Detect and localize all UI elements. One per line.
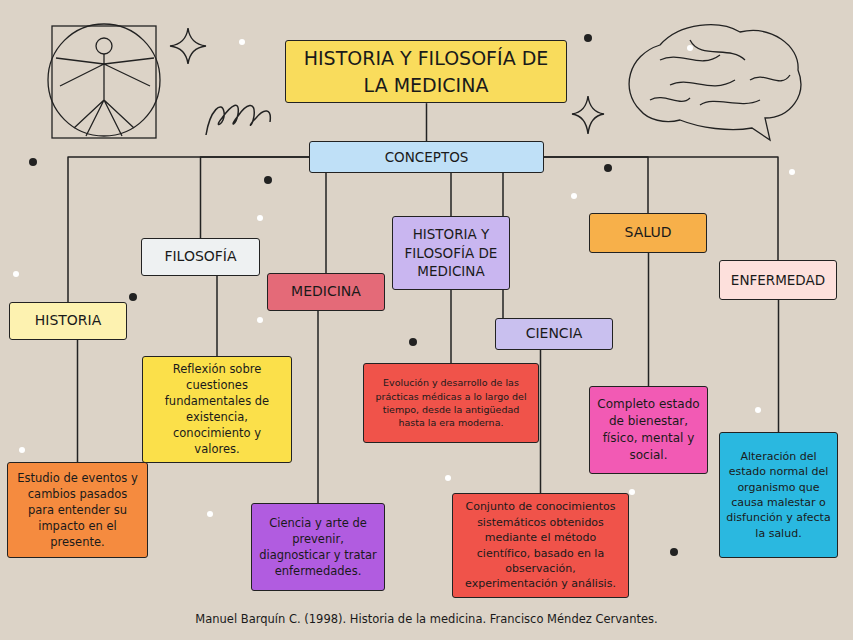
definition-box: Reflexión sobre cuestiones fundamentales… [142, 356, 292, 463]
node-text: Ciencia y arte de prevenir, diagnosticar… [258, 515, 378, 579]
connector-line [450, 290, 452, 363]
node-text: Alteración del estado normal del organis… [726, 449, 831, 541]
concept-box: HISTORIA Y FILOSOFÍA DE MEDICINA [392, 216, 510, 290]
connector-line [325, 173, 327, 273]
node-text: ENFERMEDAD [731, 271, 825, 290]
connector-line [426, 103, 428, 141]
node-text: Estudio de eventos y cambios pasados par… [14, 470, 141, 550]
definition-box: Ciencia y arte de prevenir, diagnosticar… [251, 503, 385, 591]
node-text: SALUD [625, 223, 672, 243]
concept-box: ENFERMEDAD [719, 260, 837, 300]
concept-box: CIENCIA [495, 318, 613, 350]
connector-line [450, 173, 452, 216]
concept-box: FILOSOFÍA [141, 238, 260, 276]
title-box: HISTORIA Y FILOSOFÍA DE LA MEDICINA [285, 40, 567, 103]
swirl [206, 105, 270, 135]
concept-box: HISTORIA [9, 302, 127, 340]
definition-box: Estudio de eventos y cambios pasados par… [7, 462, 148, 558]
node-text: Completo estado de bienestar, físico, me… [596, 396, 701, 463]
connector-line [216, 276, 218, 356]
connector-line [540, 350, 542, 493]
node-text: Evolución y desarrollo de las prácticas … [370, 376, 532, 429]
caption: Manuel Barquín C. (1998). Historia de la… [0, 612, 853, 626]
concept-box: MEDICINA [267, 273, 385, 311]
hub-box: CONCEPTOS [309, 141, 544, 173]
node-text: HISTORIA [35, 311, 102, 331]
connector-line [778, 300, 780, 432]
node-text: HISTORIA Y FILOSOFÍA DE MEDICINA [399, 225, 503, 282]
definition-box: Evolución y desarrollo de las prácticas … [363, 363, 539, 443]
connector-line [648, 253, 650, 386]
star-dots [13, 39, 795, 517]
node-text: FILOSOFÍA [164, 247, 236, 267]
node-text: MEDICINA [291, 282, 361, 302]
connector-line [544, 157, 778, 260]
definition-box: Alteración del estado normal del organis… [719, 432, 838, 558]
node-text: CONCEPTOS [385, 148, 469, 167]
node-text: CIENCIA [526, 324, 583, 344]
sparkle [170, 28, 604, 134]
connector-line [201, 157, 310, 238]
connector-line [317, 311, 319, 503]
node-text: HISTORIA Y FILOSOFÍA DE LA MEDICINA [292, 45, 560, 98]
brain-sketch [629, 25, 801, 140]
connector-line [544, 157, 648, 213]
vitruvian-figure [48, 24, 160, 138]
node-text: Reflexión sobre cuestiones fundamentales… [149, 361, 285, 458]
definition-box: Completo estado de bienestar, físico, me… [589, 386, 708, 474]
definition-box: Conjunto de conocimientos sistemáticos o… [452, 493, 629, 598]
connector-line [77, 340, 79, 462]
node-text: Conjunto de conocimientos sistemáticos o… [459, 499, 622, 591]
concept-box: SALUD [589, 213, 707, 253]
